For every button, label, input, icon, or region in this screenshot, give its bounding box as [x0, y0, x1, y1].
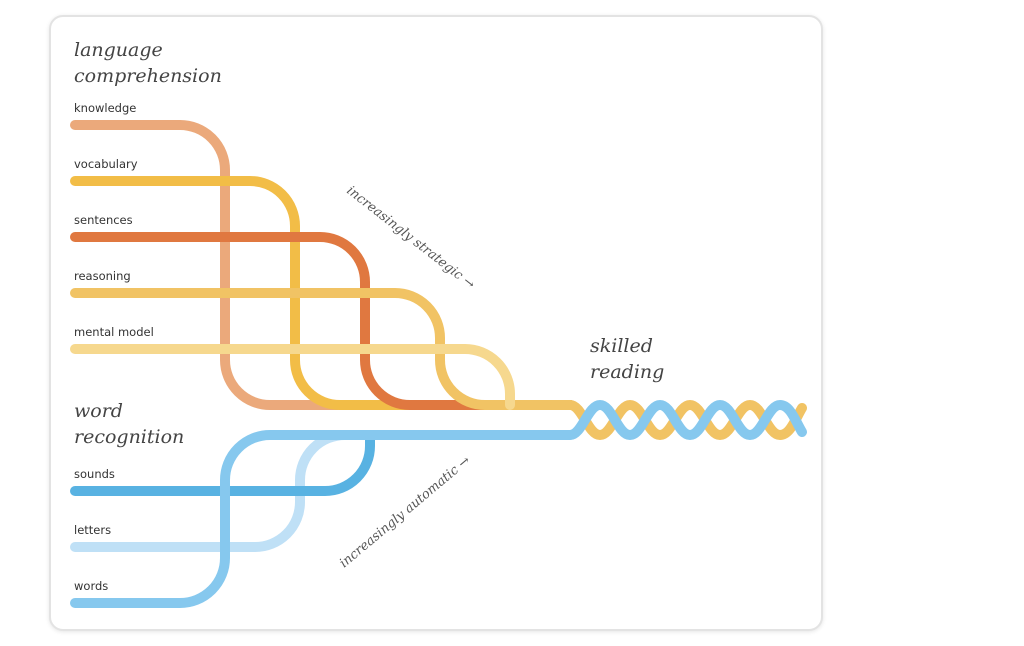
strand-sentences: [70, 232, 575, 410]
label-knowledge: knowledge: [74, 101, 136, 115]
heading-word-line1: word: [74, 400, 123, 422]
heading-word-line2: recognition: [74, 426, 184, 448]
strand-mental-model: [70, 344, 515, 410]
braid-language-strand: [565, 400, 807, 440]
label-mental-model: mental model: [74, 325, 154, 339]
label-vocabulary: vocabulary: [74, 157, 138, 171]
heading-language-line2: comprehension: [74, 65, 222, 87]
label-sentences: sentences: [74, 213, 133, 227]
strand-sounds: [70, 430, 375, 496]
heading-skilled-line1: skilled: [590, 335, 653, 357]
strand-knowledge: [70, 120, 575, 410]
braid-word-strand: [565, 400, 807, 440]
skilled-reading-braid: [565, 400, 807, 440]
label-sounds: sounds: [74, 467, 115, 481]
heading-language-line1: language: [74, 39, 163, 61]
label-reasoning: reasoning: [74, 269, 131, 283]
language-strands: [70, 120, 575, 410]
heading-skilled-line2: reading: [590, 361, 664, 383]
strand-words: [70, 430, 575, 608]
word-strands: [70, 430, 575, 608]
label-words: words: [74, 579, 108, 593]
label-letters: letters: [74, 523, 111, 537]
